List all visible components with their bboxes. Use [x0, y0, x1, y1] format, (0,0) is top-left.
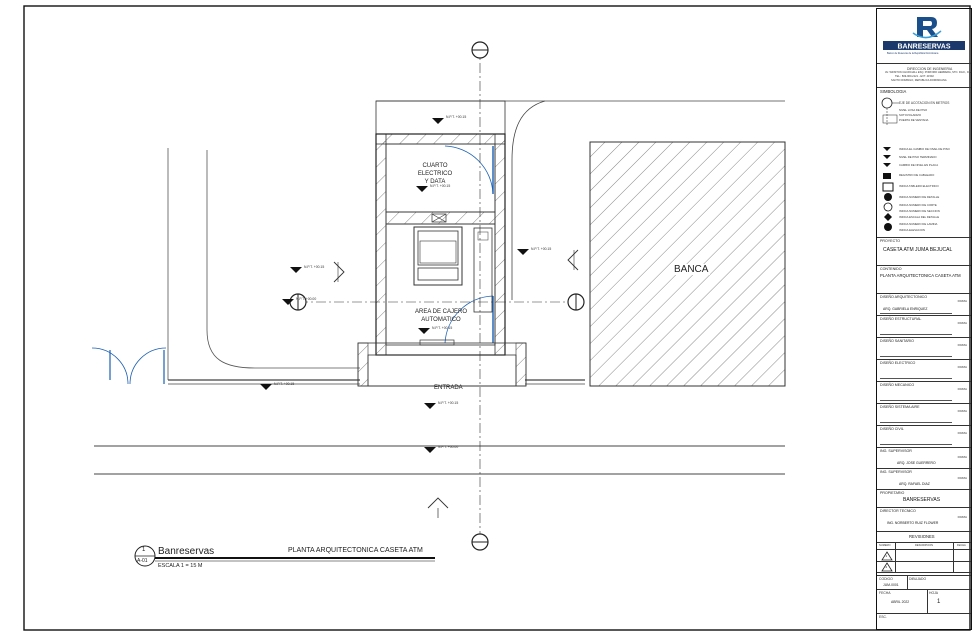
symbology-item: REGISTRO DE CABLEADO: [899, 173, 935, 177]
drawing-title: PLANTA ARQUITECTONICA CASETA ATM: [288, 547, 423, 554]
row-firma: FIRMA: [957, 321, 967, 325]
row-label: DISEÑO MECANICO: [880, 383, 915, 387]
row-label: DISEÑO CIVIL: [880, 427, 904, 431]
drawn-label: DIBUJADO: [909, 577, 927, 581]
drawing-number: 1: [142, 547, 146, 553]
code-value: JUM-0001: [883, 583, 899, 587]
content-label: CONTENIDO: [880, 267, 902, 271]
project-name: CASETA ATM JUMA BEJUCAL: [883, 247, 953, 253]
supervisor-value: ARQ. RAFAEL DIAZ: [899, 482, 930, 486]
row-label: DISEÑO SANITARIO: [880, 339, 914, 343]
symbology-item: INDICA NUMERO DE LAMINA: [899, 222, 938, 226]
sheet-value: 1: [937, 599, 941, 605]
date-value: ABRIL 2022: [891, 600, 910, 604]
symbology-item: INDICA ELEVACION: [899, 228, 925, 232]
row-value: ARQ. GABRIELA ENRIQUEZ: [883, 307, 928, 311]
supervisor-value: ARQ. JOSE GUERRERO: [897, 461, 936, 465]
content-name: PLANTA ARQUITECTONICA CASETA ATM: [880, 273, 961, 278]
room-label-atm: AREA DE CAJERO AUTOMATICO: [414, 309, 467, 323]
supervisor-firma: FIRMA: [957, 455, 967, 459]
symbology-item: EJE DE ACOTACION EN METROS: [899, 101, 950, 105]
row-firma: FIRMA: [957, 299, 967, 303]
address-line: SANTO DOMINGO, REPUBLICA DOMINICANA: [891, 79, 947, 82]
director-label: DIRECTOR TECNICO: [880, 509, 916, 513]
rev-mark: 2: [885, 565, 888, 569]
rev-mark: 1: [885, 554, 888, 558]
symbology-item: INDICA NUMERO DE SECCION: [899, 209, 940, 213]
level-label: N.P.T. +00.00: [296, 297, 317, 301]
supervisor-label: ING. SUPERVISOR: [880, 449, 912, 453]
supervisor-label: ING. SUPERVISOR: [880, 470, 912, 474]
title-block-sidebar: BANRESERVAS Banco de Reservas de la Repú…: [876, 8, 972, 630]
symbology-item: NIVEL LOSA DE PISO: [899, 108, 928, 112]
level-label: N.P.T. +00.15: [304, 265, 325, 269]
symbology-item: INDICA ESCALA DEL DETALLE: [899, 215, 940, 219]
sheet-label: HOJA: [929, 591, 939, 595]
level-label: N.P.T. +00.00: [438, 445, 459, 449]
rev-header: DESCRIPCION: [915, 544, 934, 547]
level-label: N.P.T. +00.15: [432, 326, 453, 330]
owner-label: PROPIETARIO: [880, 491, 905, 495]
scale-field-label: ESC.: [879, 615, 887, 619]
row-label: DISEÑO SISTEMA AIRE: [880, 405, 920, 409]
symbology-item: INDICA TABLERO ELECTRICO: [899, 184, 939, 188]
level-label: N.P.T. +00.15: [446, 115, 467, 119]
symbology-item: NIVEL DE PISO TERMINADO: [899, 155, 937, 159]
director-name: ING. NORBERTO RUIZ FLOWER: [887, 521, 939, 525]
symbology-item: INDICA NUMERO DE DETALLE: [899, 195, 940, 199]
banreservas-logo: BANRESERVAS: [883, 17, 965, 51]
symbology-item: SOTOVOLADIZO: [899, 113, 922, 117]
bank-block: [589, 141, 786, 387]
client-name: Banreservas: [158, 546, 215, 557]
symbology-item: PUERTA DE VENTANA: [899, 118, 929, 122]
symbology-title: SIMBOLOGIA: [880, 89, 907, 94]
row-firma: FIRMA: [957, 365, 967, 369]
logo-subtext: Banco de Reservas de la República Domini…: [887, 52, 939, 55]
room-label-electric: CUARTO ELECTRICO Y DATA: [417, 163, 453, 185]
svg-text:BANRESERVAS: BANRESERVAS: [897, 44, 950, 51]
row-label: DISEÑO ELECTRICO: [880, 361, 916, 365]
symbology-icons: [881, 97, 899, 231]
supervisor-firma: FIRMA: [957, 476, 967, 480]
row-label: DISEÑO ESTRUCTURAL: [880, 317, 922, 321]
revision-triangles: [881, 551, 893, 572]
director-firma: FIRMA: [957, 515, 967, 519]
row-firma: FIRMA: [957, 409, 967, 413]
entrance-label: ENTRADA: [434, 385, 463, 391]
sheet-ref: A-01: [137, 558, 148, 564]
level-label: N.P.T. +00.15: [274, 382, 295, 386]
address-line: TEL.: 809-960-2121 - EXT. 41502: [895, 75, 934, 78]
row-label: DISEÑO ARQUITECTONICO: [880, 295, 928, 299]
code-label: CODIGO: [879, 577, 893, 581]
project-label: PROYECTO: [880, 239, 901, 243]
address-line: AV. WINSTON CHURCHILL ESQ. PORFIRIO HERR…: [885, 71, 973, 74]
row-firma: FIRMA: [957, 431, 967, 435]
rev-header: FECHA: [957, 544, 966, 547]
owner-name: BANRESERVAS: [903, 497, 941, 503]
level-label: N.P.T. +00.15: [430, 184, 451, 188]
row-firma: FIRMA: [957, 343, 967, 347]
date-label: FECHA: [879, 591, 891, 595]
row-firma: FIRMA: [957, 387, 967, 391]
scale-label: ESCALA 1 = 15 M: [158, 563, 203, 569]
symbology-item: INDICA EL CAMBIO DE NIVEL DE PISO: [899, 147, 950, 151]
symbology-item: INDICA NUMERO DE CORTE: [899, 203, 937, 207]
rev-header: NUMERO: [879, 544, 891, 547]
level-label: N.P.T. +00.15: [438, 401, 459, 405]
symbology-item: CAMBIO DE NIVEL EN PLACA: [899, 163, 939, 167]
address-line: DIRECCION DE INGENIERIA: [907, 67, 953, 71]
bank-label: BANCA: [672, 264, 711, 275]
level-label: N.P.T. +00.15: [531, 247, 552, 251]
revisions-title: REVISIONES: [909, 534, 935, 539]
